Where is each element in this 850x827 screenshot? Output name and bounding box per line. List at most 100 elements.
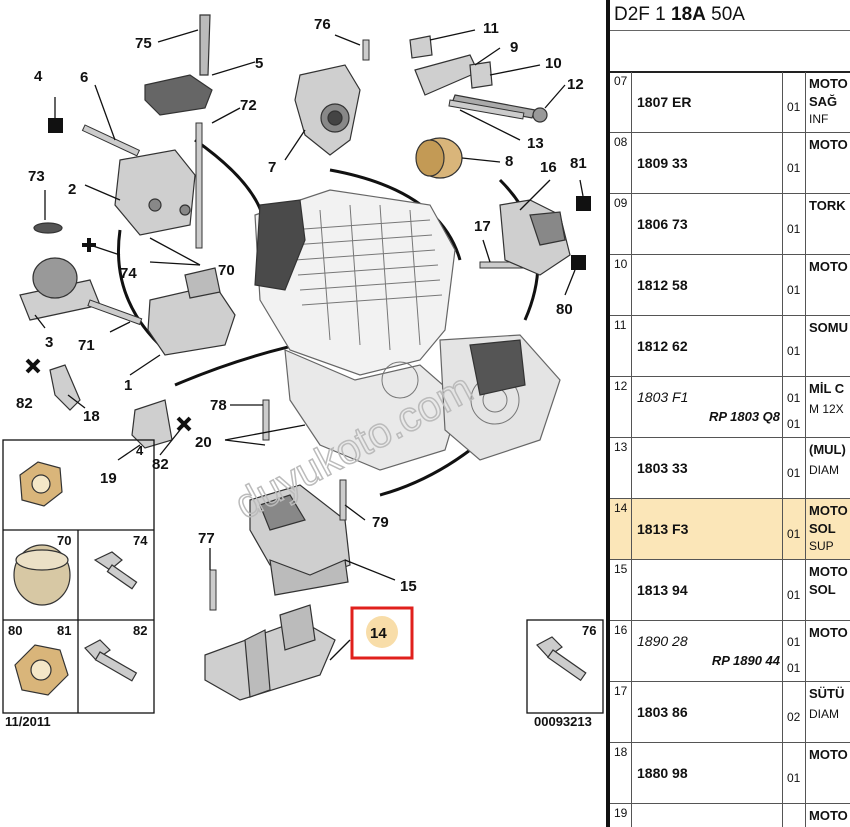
row-desc-line-1: TORK [809,198,846,213]
header-part-3: 50A [705,4,745,25]
engine-block [254,189,561,471]
legend-parts [13,461,587,696]
row-qty: 01 [787,161,801,175]
table-row[interactable]: 13 1803 33 01(MUL)DIAM [610,438,850,499]
row-description: MOTO [807,255,850,315]
row-desc-line-2: SOL [809,521,836,536]
callout-15: 15 [400,578,417,595]
callout-1: 1 [124,377,132,394]
callout-2: 2 [68,181,76,198]
row-ref-cell: 1880 98 [633,743,783,803]
row-qty: 01 [787,391,801,405]
legend-grid [2,439,604,714]
part-16-bracket [499,199,571,276]
part-1-bracket [147,267,236,356]
row-ref: 1890 28 [637,633,688,649]
row-ref-cell: 1809 33 [633,133,783,193]
row-qty-cell: 01 [784,438,806,498]
row-index: 07 [610,72,632,132]
row-qty-cell: 01 01 [784,377,806,437]
callout-72: 72 [240,97,257,114]
row-index: 16 [610,621,632,681]
row-ref-cell: 1812 58 [633,255,783,315]
callout-13: 13 [527,135,544,152]
header-part-1: D2F 1 [614,4,672,25]
bolts [81,39,531,611]
row-qty-cell: 01 [784,499,806,559]
row-ref: 1803 F1 [637,389,689,405]
row-desc-line-1: MOTO [809,259,848,274]
row-qty: 01 [787,344,801,358]
row-index: 19 [610,804,632,827]
legend-76: 76 [582,623,596,638]
callout-17: 17 [474,218,491,235]
legend-82: 82 [133,623,147,638]
callout-78: 78 [210,397,227,414]
callout-5: 5 [255,55,263,72]
row-description: (MUL)DIAM [807,438,850,498]
table-header: D2F 1 18A 50A [610,0,850,31]
row-desc-line-3: SUP [809,539,834,553]
callout-leaders [34,29,584,661]
row-desc-line-2: SAĞ [809,94,838,109]
callout-labels: 1 2 3 4 5 6 7 8 9 10 11 12 13 14 15 16 1… [16,16,587,642]
legend-labels: 4 70 74 80 81 82 76 11/2011 00093213 [5,443,596,729]
row-ref: 1803 33 [637,460,688,476]
row-index: 14 [610,499,632,559]
callout-11: 11 [483,20,499,37]
callout-6: 6 [80,69,88,86]
row-qty: 01 [787,527,801,541]
callout-77: 77 [198,530,215,547]
date-code: 11/2011 [5,714,51,729]
row-description: MOTO [807,743,850,803]
row-ref-cell: 1812 62 [633,316,783,376]
part-5-mount [144,14,213,116]
row-qty: 01 [787,588,801,602]
callout-82a: 82 [152,456,169,473]
row-ref-cell: 1807 ER [633,72,783,132]
row-qty-cell: 01 [784,133,806,193]
row-description: MOTO [807,621,850,681]
row-ref-replacement: RP 1890 44 [711,653,780,668]
row-ref: 1803 86 [637,704,688,720]
callout-4: 4 [34,68,43,85]
row-ref-cell: 1806 73 [633,194,783,254]
highlight-14-label: 14 [370,625,387,642]
row-ref: 1880 98 [637,765,688,781]
row-qty-cell: 01 [784,255,806,315]
row-qty-cell: 02 [784,682,806,742]
callout-73: 73 [28,168,45,185]
callout-75: 75 [135,35,152,52]
row-description: SOMU [807,316,850,376]
row-index: 18 [610,743,632,803]
callout-81: 81 [570,155,587,172]
row-index: 17 [610,682,632,742]
part-7-bracket [294,64,361,156]
row-ref-cell: 1803 33 [633,438,783,498]
part-3-mount [19,222,101,321]
row-qty: 01 [787,100,801,114]
panel-divider [606,0,610,827]
row-qty-cell [784,804,806,827]
row-index: 13 [610,438,632,498]
row-qty: 01 [787,222,801,236]
row-ref: 1812 58 [637,277,688,293]
row-qty-2: 01 [787,417,801,431]
